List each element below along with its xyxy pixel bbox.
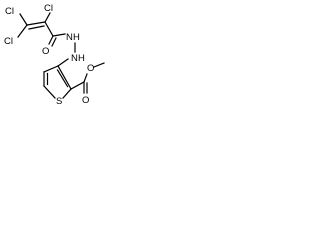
atom-sulfur: S [56,96,62,107]
bond-c5t-s [43,85,56,99]
bond-c2t-c3t [57,65,72,90]
bond-c1-c2 [26,21,46,26]
atom-cl-top-right: Cl [44,3,53,14]
atom-cl-top-left: Cl [5,6,14,17]
bond-c3-o [48,35,54,45]
bond-c1-cl-left [17,24,28,38]
atom-oxygen-ester-methoxy: O [87,63,94,74]
bond-c2-c3 [44,21,54,37]
bond-cester-ometh [83,73,88,83]
atom-oxygen-ester-carbonyl: O [82,95,89,106]
bond-n2-c3t [57,58,69,67]
bond-c2-cl-top [44,12,51,23]
atom-oxygen-carbonyl: O [42,46,49,57]
bond-cl-c1-top [19,13,28,26]
bond-c3t-c4t [43,65,59,73]
bond-lines [17,12,105,99]
atom-labels: Cl Cl Cl O N H N H O O S [4,3,94,107]
atom-cl-left: Cl [4,36,13,47]
bond-ometh-ch3 [93,62,105,68]
bond-c2t-c3t-double [56,69,69,88]
bond-s-c2t [62,88,72,99]
chemical-structure-diagram: Cl Cl Cl O N H N H O O S [4,3,105,107]
atom-nh-lower-h: H [78,53,85,64]
atom-nh-lower-n: N [71,53,78,64]
bond-c2t-cester [70,81,85,90]
atom-nh-upper-h: H [73,32,80,43]
bond-c3-o-double [51,37,57,47]
atom-nh-upper-n: N [66,32,73,43]
bond-c3-n1 [52,33,66,37]
bond-c1-c2-double [28,25,45,30]
